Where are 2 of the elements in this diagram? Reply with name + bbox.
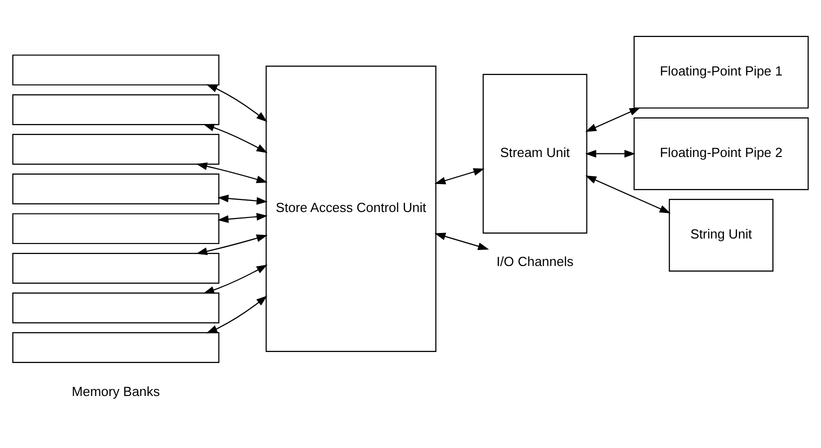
label: Memory Banks [72, 384, 160, 399]
node-text: I/O Channels [496, 254, 574, 269]
